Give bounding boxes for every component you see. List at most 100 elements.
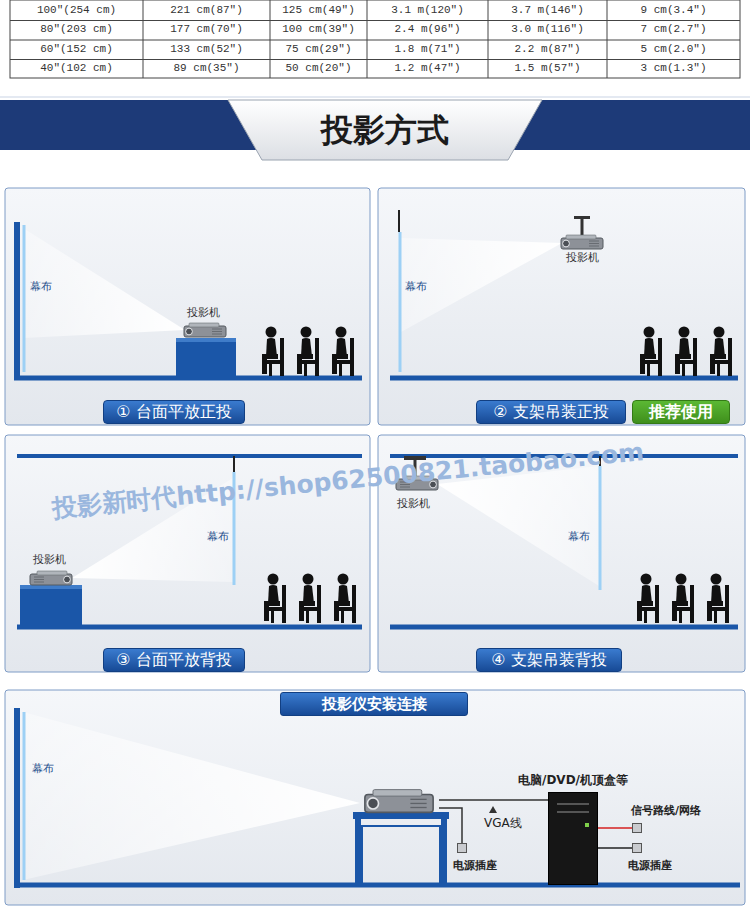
- signal-socket: 信号路线/网络: [632, 823, 642, 833]
- device-label: 投影机: [566, 251, 599, 264]
- table-cell: 2.4 m(96"): [367, 20, 488, 40]
- size-table: [10, 0, 740, 78]
- power-socket: 电源插座: [457, 843, 467, 853]
- caption-text: 推荐使用: [649, 402, 713, 421]
- title-banner: [228, 100, 542, 160]
- size-table: [143, 0, 144, 78]
- install-scene: [365, 790, 433, 813]
- table-cell: 1.8 m(71"): [367, 40, 488, 60]
- panel-3-scene: [17, 454, 362, 458]
- device-label: 信号路线/网络: [631, 803, 701, 818]
- panel-3-scene: [334, 574, 356, 624]
- table-cell: 3.7 m(146"): [488, 1, 607, 21]
- device-label: 电源插座: [628, 858, 672, 873]
- panel-1-scene: [184, 323, 226, 337]
- size-table: [367, 0, 368, 78]
- table-cell: 1.2 m(47"): [367, 59, 488, 79]
- table-cell: 50 cm(20"): [270, 59, 367, 79]
- device-label: 投影机: [187, 306, 220, 319]
- cable-connector: [598, 827, 632, 829]
- panel-2-scene: [675, 327, 697, 377]
- install-scene: [14, 708, 20, 888]
- panel-3-scene: [30, 571, 72, 585]
- place-label: 幕布: [30, 280, 52, 293]
- device-label: 电源插座: [453, 858, 497, 873]
- table-cell: 3.1 m(120"): [367, 1, 488, 21]
- place-label: 幕布: [32, 762, 54, 775]
- panel-frames: [378, 188, 745, 425]
- table-cell: 3 cm(1.3"): [607, 59, 740, 79]
- caption-bar: ④ 支架吊装背投: [476, 648, 622, 672]
- panel-1-scene: [262, 327, 284, 377]
- panel-1-scene: [23, 225, 26, 372]
- section-tab: 投影仪安装连接: [280, 692, 468, 716]
- table-cell: 100 cm(39"): [270, 20, 367, 40]
- install-scene: [23, 712, 26, 880]
- table-cell: 60"(152 cm): [10, 40, 143, 60]
- recommend-badge: 推荐使用: [632, 400, 730, 424]
- place-label: 幕布: [405, 280, 427, 293]
- panel-frames: [5, 188, 745, 905]
- panel-4-scene: [390, 625, 738, 630]
- panel-1-scene: [23, 228, 185, 338]
- cable-label: VGA线: [484, 816, 522, 830]
- title-banner: [0, 97, 750, 160]
- size-table: [10, 59, 740, 60]
- panel-4-scene: [599, 466, 602, 590]
- table-cell: 133 cm(52"): [143, 40, 270, 60]
- caption-bar: ① 台面平放正投: [103, 400, 245, 424]
- caption-text: ③ 台面平放背投: [116, 650, 231, 669]
- tower-detail: [557, 811, 589, 813]
- panel-4-scene: [637, 574, 659, 624]
- panel-3-scene: [30, 571, 72, 585]
- panel-4-scene: [707, 574, 729, 624]
- panel-1-scene: [176, 338, 236, 342]
- table-cell: 2.2 m(87"): [488, 40, 607, 60]
- table-cell: 5 cm(2.0"): [607, 40, 740, 60]
- caption-text: ② 支架吊装正投: [493, 402, 608, 421]
- panel-1-scene: [176, 338, 236, 378]
- panel-2-scene: [398, 210, 400, 232]
- size-table: [10, 20, 740, 21]
- table-cell: 100"(254 cm): [10, 1, 143, 21]
- power-socket: 电源插座: [632, 843, 642, 853]
- caption-text: ④ 支架吊装背投: [491, 650, 606, 669]
- panel-2-scene: [401, 238, 562, 332]
- size-table: [10, 40, 740, 41]
- panel-2-scene: [390, 376, 738, 381]
- install-scene: [362, 826, 440, 884]
- panel-3-scene: [20, 585, 82, 589]
- panel-frames: [5, 188, 370, 425]
- panel-1-scene: [14, 222, 362, 380]
- panel-4-scene: [672, 574, 694, 624]
- table-cell: 89 cm(35"): [143, 59, 270, 79]
- caption-bar: ② 支架吊装正投: [476, 400, 626, 424]
- table-cell: 7 cm(2.7"): [607, 20, 740, 40]
- size-table: [607, 0, 608, 78]
- table-cell: 9 cm(3.4"): [607, 1, 740, 21]
- panel-2-scene: [390, 210, 738, 378]
- panel-frames: [5, 690, 745, 905]
- power-cable: [439, 808, 462, 843]
- tower-light: [585, 823, 589, 827]
- table-cell: 1.5 m(57"): [488, 59, 607, 79]
- size-table: [488, 0, 489, 78]
- install-scene: [23, 712, 360, 880]
- panel-1-scene: [297, 327, 319, 377]
- size-table: [10, 0, 740, 78]
- device-label: 电脑/DVD/机顶盒等: [518, 772, 628, 789]
- table-cell: 80"(203 cm): [10, 20, 143, 40]
- vga-cable: [439, 799, 548, 801]
- cable-marker: [489, 806, 497, 813]
- table-cell: 3.0 m(116"): [488, 20, 607, 40]
- install-scene: [441, 819, 447, 885]
- cable-connector: [598, 847, 632, 849]
- size-table: [270, 0, 271, 78]
- title-banner: [0, 97, 750, 98]
- device-label: 投影机: [33, 553, 66, 566]
- device-label: 投影机: [397, 497, 430, 510]
- panel-3-scene: [264, 574, 286, 624]
- panel-2-scene: [581, 218, 584, 236]
- table-cell: 125 cm(49"): [270, 1, 367, 21]
- place-label: 幕布: [207, 530, 229, 543]
